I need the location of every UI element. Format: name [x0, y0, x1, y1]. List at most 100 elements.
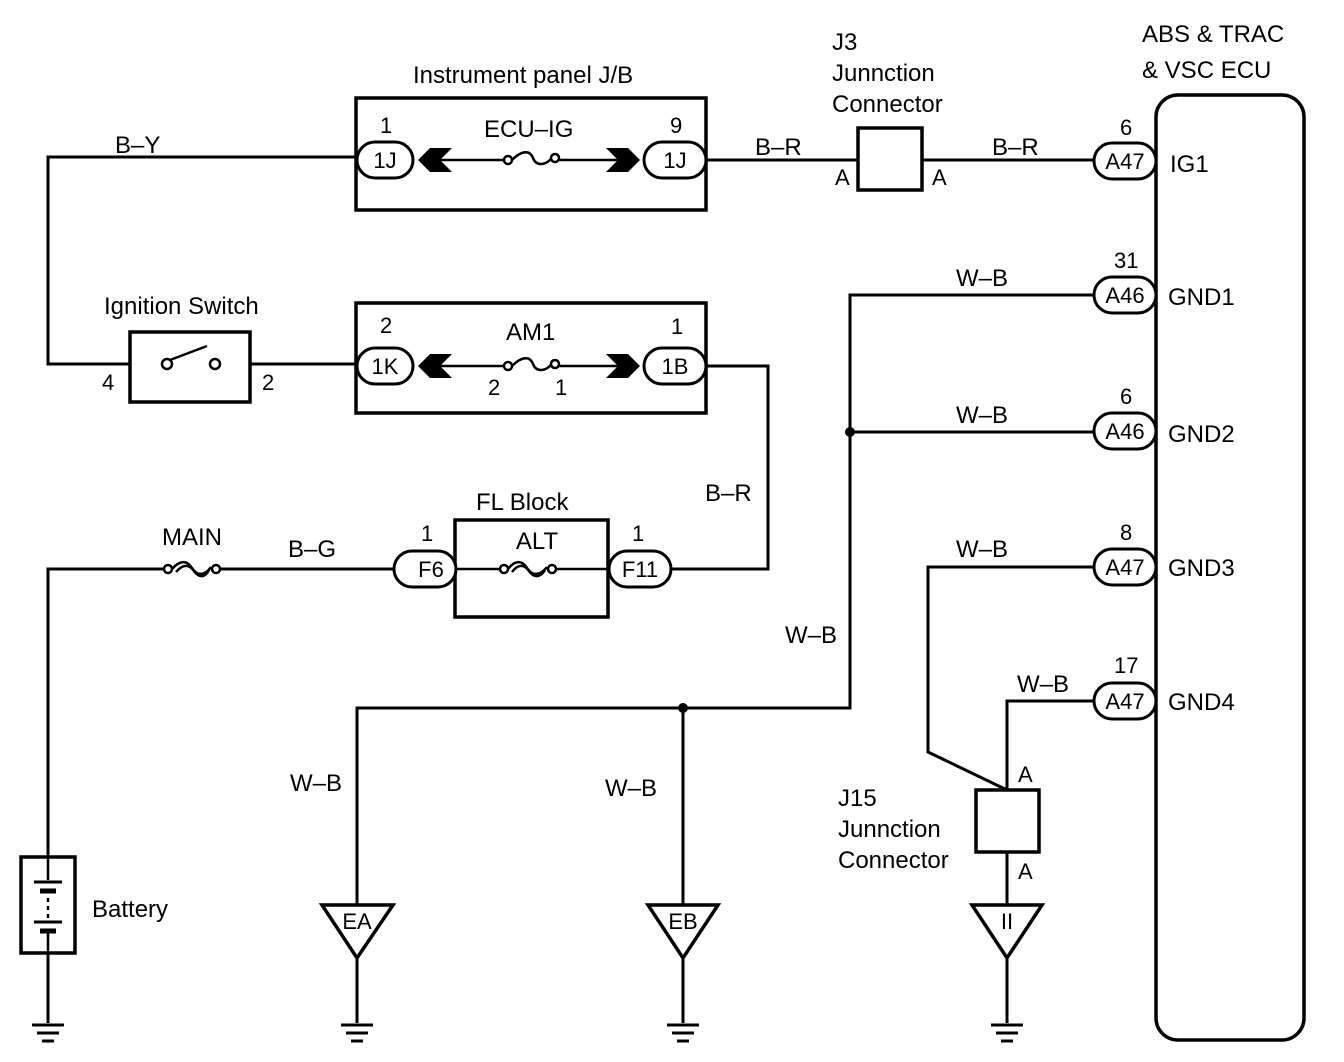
- wire-label-b-y: B–Y: [115, 132, 160, 159]
- wire-label-b-g: B–G: [288, 536, 336, 563]
- j15-label-line1: J15: [838, 785, 877, 812]
- battery-label: Battery: [92, 896, 168, 923]
- am1-left-pin: 2: [380, 313, 392, 338]
- j15-box: [974, 788, 1041, 854]
- am1-right-connector-label: 1B: [662, 354, 689, 379]
- ecu: ABS & TRAC & VSC ECU IG1 GND1 GND2 GND3 …: [1142, 21, 1306, 1042]
- ip-left-connector-label: 1J: [373, 148, 396, 173]
- switch-contact-right: [208, 357, 222, 371]
- ip-left-connector: [355, 140, 415, 180]
- gnd3-pin: 8: [1120, 520, 1132, 545]
- am1-fuse-end-left: [502, 360, 514, 372]
- j15-label-line3: Connector: [838, 847, 949, 874]
- j3-junction-connector: J3 Junnction Connector A A: [832, 29, 947, 192]
- wire-label-w-b-ea: W–B: [290, 770, 342, 797]
- switch-contact-left: [160, 357, 174, 371]
- fl-left-pin: 1: [421, 521, 433, 546]
- ignition-pin-right: 2: [262, 370, 274, 395]
- ignition-pin-left: 4: [102, 370, 114, 395]
- ground-ii-label: II: [1001, 909, 1013, 934]
- ip-right-pin: 9: [670, 113, 682, 138]
- j3-label-line2: Junnction: [832, 60, 935, 87]
- main-fuse-end-left: [162, 563, 174, 575]
- am1-block: 2 1K AM1 2 1 1 1B: [354, 301, 708, 415]
- wire-label-w-b-vertical: W–B: [785, 622, 837, 649]
- fl-block-title: FL Block: [476, 489, 569, 516]
- main-fuse-end-right: [210, 563, 222, 575]
- a46-gnd1-label: A46: [1105, 283, 1144, 308]
- ground-ea-label: EA: [342, 909, 372, 934]
- instrument-panel-title: Instrument panel J/B: [413, 62, 633, 89]
- ip-left-pin: 1: [380, 113, 392, 138]
- alt-end-right: [546, 563, 558, 575]
- ip-right-connector-label: 1J: [663, 148, 686, 173]
- ecu-title-line1: ABS & TRAC: [1142, 21, 1284, 48]
- splice-eb: [678, 703, 688, 713]
- f6-connector-label: F6: [418, 557, 444, 582]
- instrument-panel-jb: Instrument panel J/B 1 1J ECU–IG 9 1J: [354, 62, 708, 212]
- ground-point-ea: [318, 903, 397, 962]
- ground-eb-label: EB: [668, 909, 697, 934]
- wire-label-w-b-eb: W–B: [605, 775, 657, 802]
- am1-box: [354, 301, 708, 415]
- j3-label-line1: J3: [832, 29, 857, 56]
- chassis-ground-icon-eb: [667, 1023, 699, 1043]
- ig1-pin: 6: [1120, 115, 1132, 140]
- chassis-grounds: [32, 1023, 1023, 1043]
- gnd1-pin: 31: [1114, 248, 1138, 273]
- wire-labels: B–Y B–R B–R B–R B–G W–B W–B W–B W–B W–B …: [115, 132, 1069, 802]
- switch-lever: [169, 344, 208, 362]
- fl-right-pin: 1: [632, 521, 644, 546]
- wire-label-w-b-gnd1: W–B: [956, 265, 1008, 292]
- wire-label-w-b-gnd4: W–B: [1017, 671, 1069, 698]
- ground-point-eb: [644, 903, 722, 962]
- am1-left-connector: [355, 346, 415, 386]
- battery: Battery: [19, 855, 168, 955]
- alt-fuse-symbol-inner: [511, 564, 547, 578]
- ip-fuse-end-right: [549, 152, 561, 164]
- ip-left-terminal-arrow: [418, 148, 452, 172]
- ecu-terminal-ig1: IG1: [1170, 151, 1209, 178]
- ignition-switch: Ignition Switch 4 2: [102, 293, 274, 404]
- ignition-switch-box: [128, 330, 252, 404]
- ecu-title-line2: & VSC ECU: [1142, 57, 1271, 84]
- j15-label-line2: Junnction: [838, 816, 941, 843]
- ip-right-terminal-arrow: [606, 148, 640, 172]
- ecu-terminal-gnd4: GND4: [1168, 689, 1235, 716]
- j15-pin-bottom: A: [1018, 859, 1033, 884]
- chassis-ground-icon-battery: [32, 1023, 64, 1043]
- a47-gnd3-label: A47: [1105, 555, 1144, 580]
- a47-ig1-label: A47: [1105, 149, 1144, 174]
- chassis-ground-icon-ea: [341, 1023, 373, 1043]
- a46-gnd2-label: A46: [1105, 419, 1144, 444]
- gnd4-pin: 17: [1114, 653, 1138, 678]
- am1-right-pin: 1: [671, 314, 683, 339]
- wire-gnd4-to-j15: [1005, 699, 1094, 790]
- j3-label-line3: Connector: [832, 91, 943, 118]
- j3-pin-left: A: [835, 165, 850, 190]
- fl-block: FL Block 1 F6 ALT 1 F11: [392, 489, 673, 619]
- ecu-ig-fuse-label: ECU–IG: [484, 116, 573, 143]
- wire-label-b-r-1: B–R: [755, 134, 802, 161]
- wires: [46, 155, 1094, 1023]
- am1-fuse-end-right: [549, 358, 561, 370]
- alt-end-left: [498, 563, 510, 575]
- ignition-switch-title: Ignition Switch: [104, 293, 259, 320]
- ecu-terminal-gnd1: GND1: [1168, 284, 1235, 311]
- wire-label-b-r-2: B–R: [992, 134, 1039, 161]
- j3-box: [856, 126, 924, 192]
- wire-label-b-r-3: B–R: [705, 480, 752, 507]
- am1-fuse-pin-right: 1: [555, 375, 567, 400]
- am1-fuse-pin-left: 2: [488, 375, 500, 400]
- am1-fuse-label: AM1: [506, 319, 555, 346]
- ecu-connectors: 6 A47 31 A46 6 A46 8 A47 17 A47: [1092, 115, 1158, 721]
- ip-fuse-end-left: [502, 154, 514, 166]
- ground-point-ii: [968, 903, 1046, 962]
- j15-pin-top: A: [1018, 762, 1033, 787]
- ground-points: EA EB II: [318, 903, 1046, 962]
- wire-am1-to-f11: [671, 364, 770, 571]
- am1-fuse-symbol: [511, 357, 553, 372]
- wire-label-w-b-gnd3: W–B: [956, 536, 1008, 563]
- ecu-ig-fuse-symbol: [511, 151, 553, 166]
